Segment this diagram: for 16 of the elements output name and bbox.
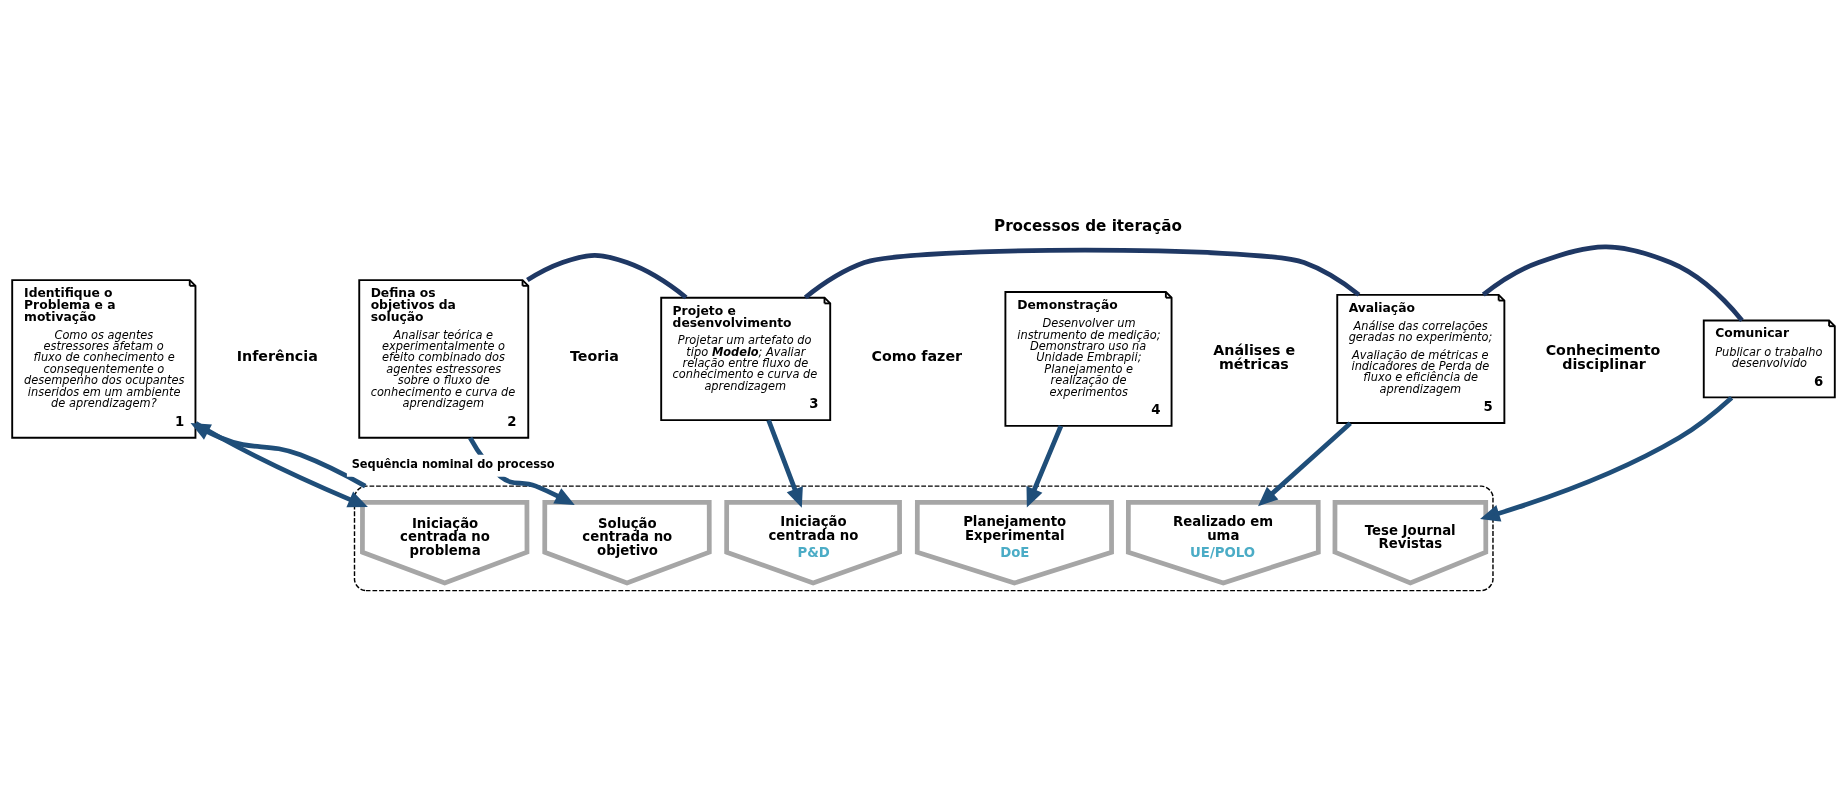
arrow — [1480, 395, 1734, 522]
label: Inferência — [236, 348, 318, 365]
arrow — [766, 419, 803, 508]
arrow — [1258, 421, 1352, 507]
connector — [1481, 244, 1744, 322]
arrow — [190, 422, 367, 489]
label: Conhecimento disciplinar — [1545, 342, 1661, 373]
edge-label: Sequência nominal do processo — [351, 457, 555, 472]
label: Processos de iteração — [994, 216, 1182, 235]
label: Análises e métricas — [1213, 342, 1296, 373]
connector — [526, 253, 688, 300]
label: Teoria — [570, 348, 619, 365]
connector — [803, 247, 1361, 300]
arrow — [1026, 425, 1064, 508]
label: Como fazer — [871, 348, 963, 365]
arrow — [194, 421, 368, 508]
